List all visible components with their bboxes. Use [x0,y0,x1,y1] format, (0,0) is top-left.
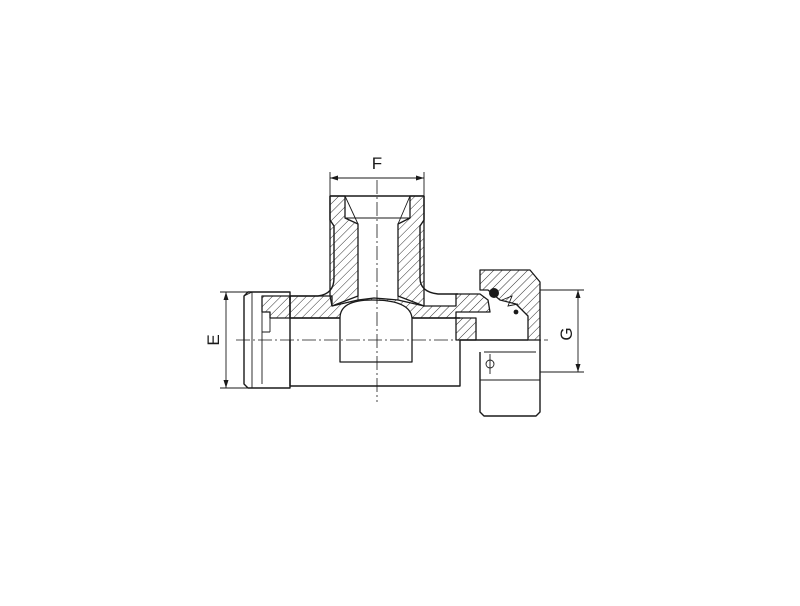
nut-upper-section [479,269,541,341]
retaining-ring-icon [513,309,519,315]
upper-branch-cone [344,195,411,225]
tee-cavity [339,299,413,363]
dimension-e-label: E [204,334,223,345]
dimension-g: G [540,289,584,373]
dimension-g-label: G [557,327,576,340]
dimension-f: F [329,154,425,196]
dimension-e: E [204,291,248,389]
dimension-f-label: F [372,154,382,173]
upper-branch-outline [289,196,458,300]
right-nut [479,269,541,417]
left-end-wall [261,295,291,319]
o-ring-icon [489,288,499,298]
upper-branch [289,195,458,307]
main-body [289,293,528,387]
nut-lower-hex [479,340,541,417]
lock-ring [501,295,519,307]
left-end-chamfer [243,291,253,297]
right-hub [455,317,477,341]
